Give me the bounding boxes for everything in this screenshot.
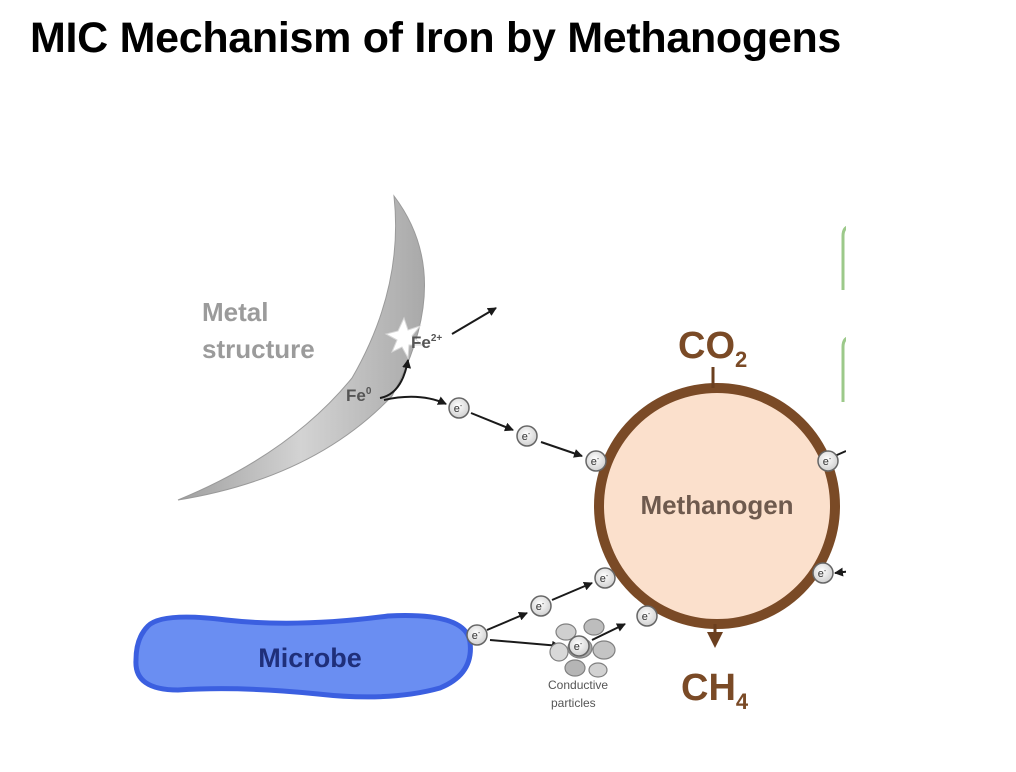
corrosion-burst-icon	[384, 316, 424, 360]
fe2-label: Fe2+	[411, 333, 442, 352]
methanogen-label: Methanogen	[640, 490, 793, 520]
electron-arrow	[470, 412, 514, 432]
electron-icon	[594, 567, 616, 589]
electron-arrow	[551, 581, 593, 601]
conductive-particles-label: Conductive	[548, 678, 608, 692]
fe2-release-arrow	[451, 307, 497, 335]
electron-arrow	[540, 441, 583, 458]
electron-label: e-	[574, 641, 583, 653]
electron-label: e-	[536, 601, 545, 613]
electron-label: e-	[823, 456, 832, 468]
electron-icon	[530, 595, 552, 617]
fe0-electron-arrow	[383, 395, 447, 405]
electron-group: e-e-e-e-e-e-e-e-e-e-	[448, 397, 839, 657]
electron-icon	[585, 450, 607, 472]
microbe-label: Microbe	[258, 643, 362, 673]
electron-arrow	[591, 623, 626, 641]
electron-icon	[516, 425, 538, 447]
page-title: MIC Mechanism of Iron by Methanogens	[30, 14, 842, 62]
co2-label: CO2	[678, 325, 747, 372]
electron-arrow	[486, 611, 528, 631]
electron-icon	[812, 562, 834, 584]
microbe-cell	[133, 613, 473, 700]
electron-label: e-	[818, 568, 827, 580]
electron-icon	[466, 624, 488, 646]
electron-label: e-	[472, 630, 481, 642]
electron-label: e-	[642, 611, 651, 623]
electron-label: e-	[454, 403, 463, 415]
electron-label: e-	[522, 431, 531, 443]
electron-arrow	[489, 639, 561, 650]
electron-label: e-	[600, 573, 609, 585]
electron-icon	[568, 635, 590, 657]
fe-oxidation-arrow	[379, 359, 412, 399]
electron-icon	[448, 397, 470, 419]
electron-icon	[817, 450, 839, 472]
electron-icon	[636, 605, 658, 627]
metal-structure-label-line2: structure	[202, 334, 315, 364]
methanogen-cell	[594, 383, 840, 629]
right-crop	[846, 180, 1016, 740]
ch4-label: CH4	[681, 667, 749, 714]
metal-structure-label: Metal	[202, 297, 268, 327]
fe0-label: Fe0	[346, 386, 372, 405]
electron-label: e-	[591, 456, 600, 468]
conductive-particles-label-line2: particles	[551, 696, 596, 710]
